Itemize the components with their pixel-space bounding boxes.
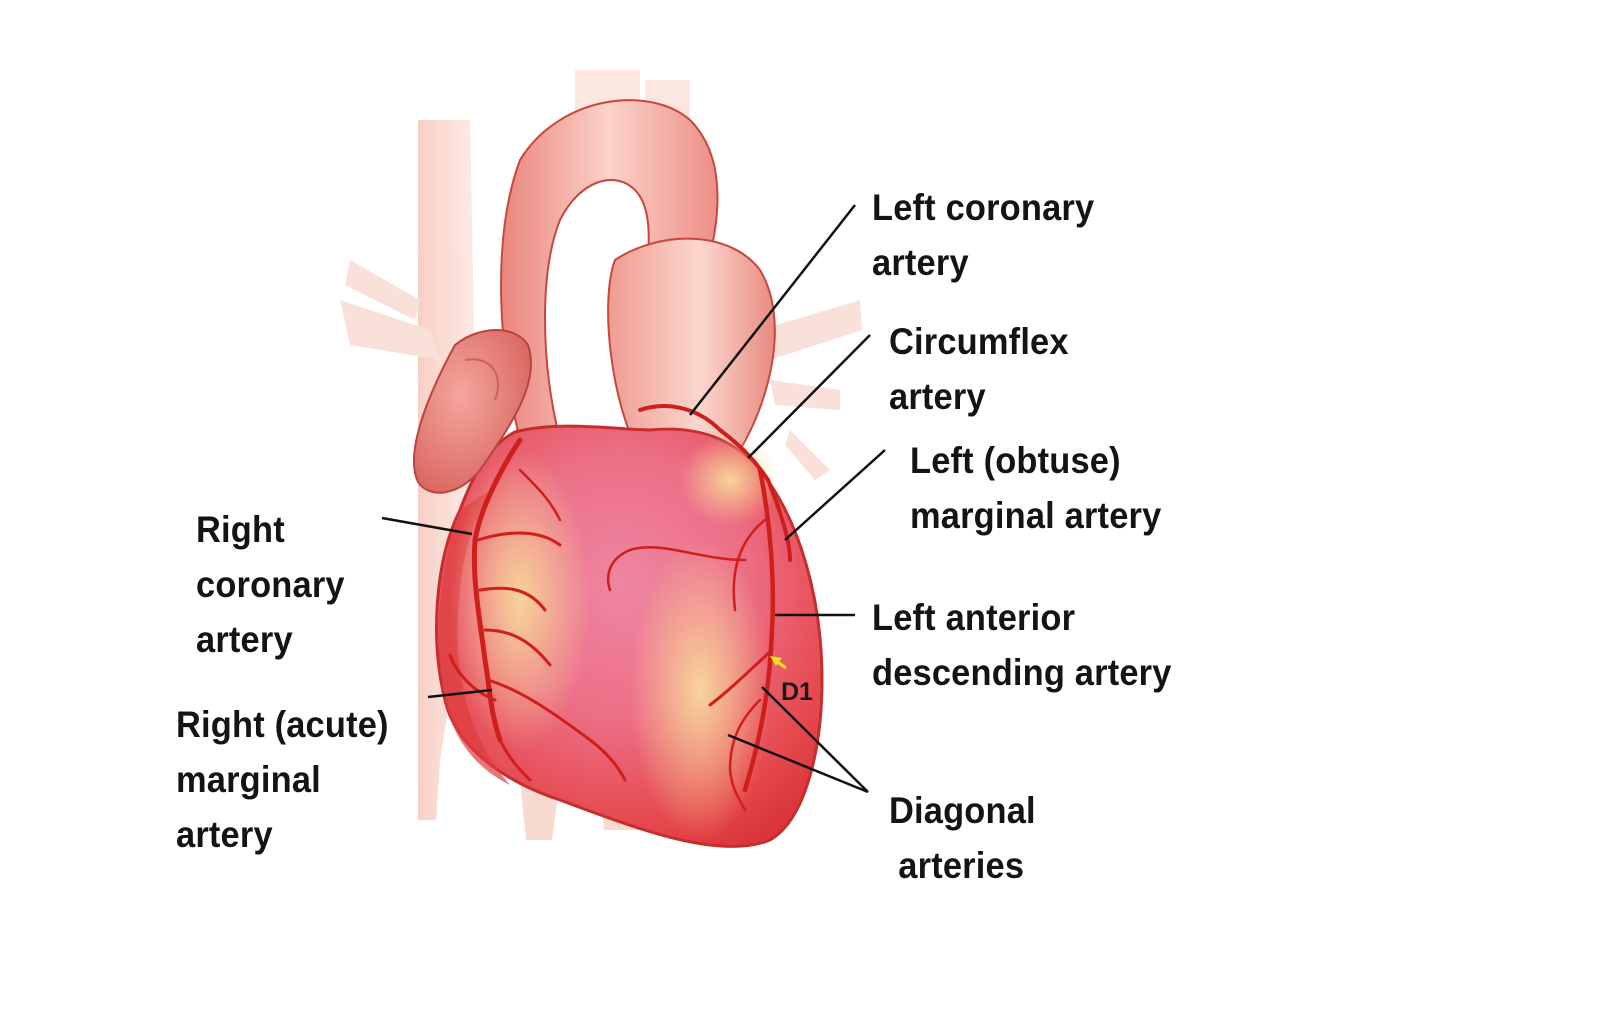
label-left-anterior-descending-artery: Left anterior descending artery (872, 597, 1172, 693)
label-d1: D1 (781, 678, 813, 706)
label-diagonal-arteries: Diagonal arteries (889, 790, 1036, 886)
yellow-arrow-icon (770, 656, 787, 670)
label-circumflex-artery: Circumflex artery (889, 321, 1069, 417)
label-right-acute-marginal-artery: Right (acute) marginal artery (176, 704, 389, 855)
label-right-coronary-artery: Right coronary artery (196, 509, 345, 660)
label-left-obtuse-marginal-artery: Left (obtuse) marginal artery (910, 440, 1162, 536)
label-left-coronary-artery: Left coronary artery (872, 187, 1095, 283)
